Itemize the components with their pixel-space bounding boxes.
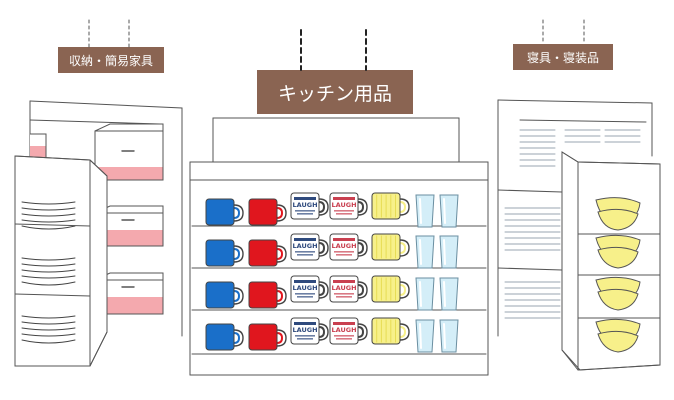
mug-brand-label: LAUGH (331, 242, 356, 250)
laugh-mug-navy: LAUGH (290, 192, 329, 220)
mug-brand-label: LAUGH (292, 326, 317, 334)
blue-mug (205, 239, 244, 267)
red-mug (248, 323, 287, 351)
laugh-mug-navy: LAUGH (290, 233, 329, 261)
laugh-mug-navy: LAUGH (290, 275, 329, 303)
laugh-mug-navy: LAUGH (290, 317, 329, 345)
yellow-bowl-stack (595, 318, 641, 353)
storage-box (94, 272, 164, 315)
drinking-glass (415, 319, 435, 353)
drinking-glass (439, 235, 459, 269)
drinking-glass (439, 319, 459, 353)
right-bedding-shelf (497, 99, 661, 371)
yellow-mug (371, 317, 410, 345)
plate-stack (21, 315, 76, 344)
storage-box (94, 205, 164, 247)
red-mug (248, 198, 287, 226)
mug-brand-label: LAUGH (292, 242, 317, 250)
yellow-bowl-stack (595, 276, 641, 311)
drinking-glass (439, 194, 459, 228)
yellow-mug (371, 233, 410, 261)
storage-box (94, 123, 164, 181)
drinking-glass (415, 235, 435, 269)
mug-brand-label: LAUGH (331, 326, 356, 334)
yellow-mug (371, 275, 410, 303)
mug-brand-label: LAUGH (292, 201, 317, 209)
mug-rows: LAUGH LAUGH LAUGH LAUGH LAUGH LAUGH LAUGH LAUGH (205, 192, 459, 353)
mug-brand-label: LAUGH (331, 201, 356, 209)
left-storage-shelf (14, 100, 183, 367)
red-mug (248, 281, 287, 309)
plate-stack (21, 257, 76, 286)
drinking-glass (439, 277, 459, 311)
blue-mug (205, 198, 244, 226)
mug-brand-label: LAUGH (331, 284, 356, 292)
laugh-mug-red: LAUGH (329, 275, 368, 303)
drinking-glass (415, 194, 435, 228)
yellow-bowl-stack (595, 197, 641, 231)
blue-mug (205, 281, 244, 309)
laugh-mug-red: LAUGH (329, 233, 368, 261)
sign-kitchen-goods: キッチン用品 (257, 70, 413, 114)
plate-stack (21, 201, 76, 230)
yellow-bowl-stack (595, 234, 641, 269)
folded-bedding (504, 207, 561, 251)
sign-storage-furniture: 収納・簡易家具 (58, 47, 164, 73)
yellow-mug (371, 192, 410, 220)
red-mug (248, 239, 287, 267)
sign-bedding: 寝具・寝装品 (513, 44, 613, 70)
blue-mug (205, 323, 244, 351)
mug-brand-label: LAUGH (292, 284, 317, 292)
folded-bedding (519, 129, 641, 167)
laugh-mug-red: LAUGH (329, 192, 368, 220)
kitchen-shelf (189, 117, 489, 376)
laugh-mug-red: LAUGH (329, 317, 368, 345)
folded-bedding (504, 281, 561, 319)
drinking-glass (415, 277, 435, 311)
